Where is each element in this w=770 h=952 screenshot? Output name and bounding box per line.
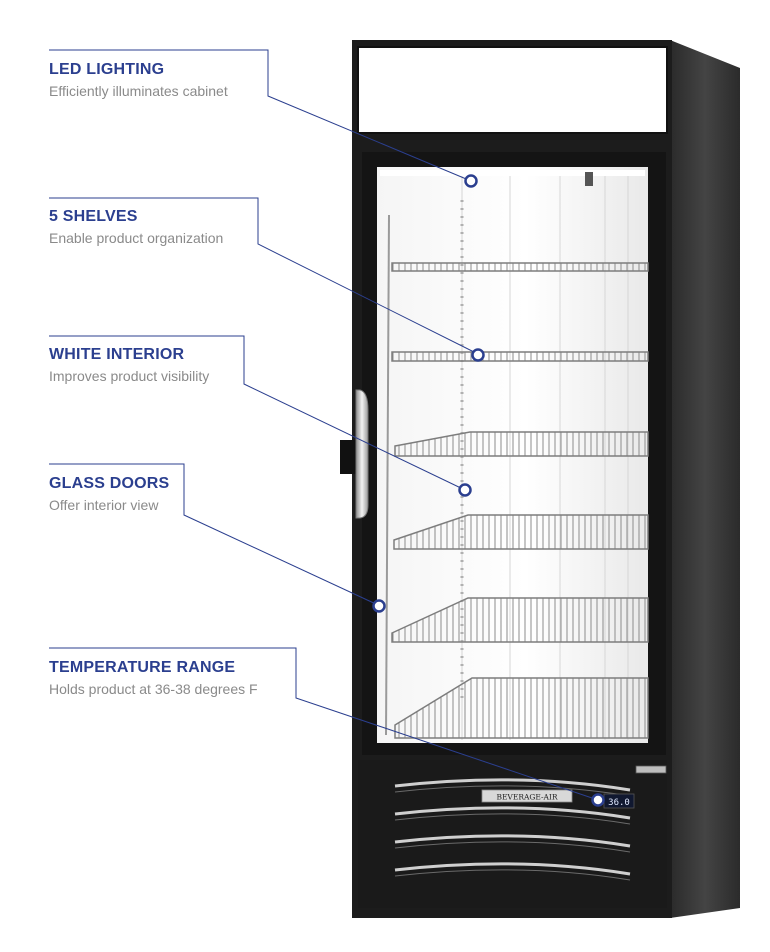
callout-dot-glass xyxy=(372,599,386,613)
callout-shelves: 5 SHELVES Enable product organization xyxy=(49,208,309,247)
leader-line-temp xyxy=(49,647,599,801)
callout-dot-led xyxy=(464,174,478,188)
shelf xyxy=(391,597,649,643)
temperature-display-reading: 36.0 xyxy=(608,798,630,808)
callout-description: Offer interior view xyxy=(49,497,159,513)
door-hinge xyxy=(635,765,667,774)
header-sign-panel xyxy=(357,46,668,134)
callout-leaders xyxy=(49,49,599,801)
leader-line-interior xyxy=(49,335,466,491)
callout-dot-shelves xyxy=(471,348,485,362)
wire-shelves xyxy=(391,262,649,739)
callout-dot-temp xyxy=(591,793,605,807)
callout-temperature-range: TEMPERATURE RANGE Holds product at 36-38… xyxy=(49,659,309,698)
callout-led-lighting: LED LIGHTING Efficiently illuminates cab… xyxy=(49,61,309,100)
brand-badge xyxy=(481,789,573,803)
leader-line-glass xyxy=(49,463,379,606)
leader-line-led xyxy=(49,49,472,182)
callout-dots xyxy=(372,174,605,807)
led-light-strip xyxy=(380,170,645,176)
callout-description: Holds product at 36-38 degrees F xyxy=(49,681,258,697)
callout-dot-interior xyxy=(458,483,472,497)
door-handle[interactable] xyxy=(340,389,369,519)
shelf xyxy=(391,351,649,362)
cabinet-side-panel xyxy=(670,40,740,918)
compressor-grille: BEVERAGE-AIR 36.0 xyxy=(358,760,667,908)
brand-badge-text: BEVERAGE-AIR xyxy=(496,793,557,802)
callout-title: GLASS DOORS xyxy=(49,475,170,492)
callout-white-interior: WHITE INTERIOR Improves product visibili… xyxy=(49,346,309,385)
callout-title: TEMPERATURE RANGE xyxy=(49,659,236,676)
callout-glass-doors: GLASS DOORS Offer interior view xyxy=(49,475,309,514)
callout-description: Enable product organization xyxy=(49,230,224,246)
callout-title: 5 SHELVES xyxy=(49,208,138,225)
callout-description: Efficiently illuminates cabinet xyxy=(49,83,228,99)
shelf xyxy=(393,514,649,550)
callout-title: LED LIGHTING xyxy=(49,61,165,78)
shelf xyxy=(391,262,649,272)
callout-description: Improves product visibility xyxy=(49,368,210,384)
leader-line-shelves xyxy=(49,197,479,355)
callout-title: WHITE INTERIOR xyxy=(49,346,185,363)
bottom-rack xyxy=(394,677,649,739)
shelf xyxy=(394,431,649,457)
